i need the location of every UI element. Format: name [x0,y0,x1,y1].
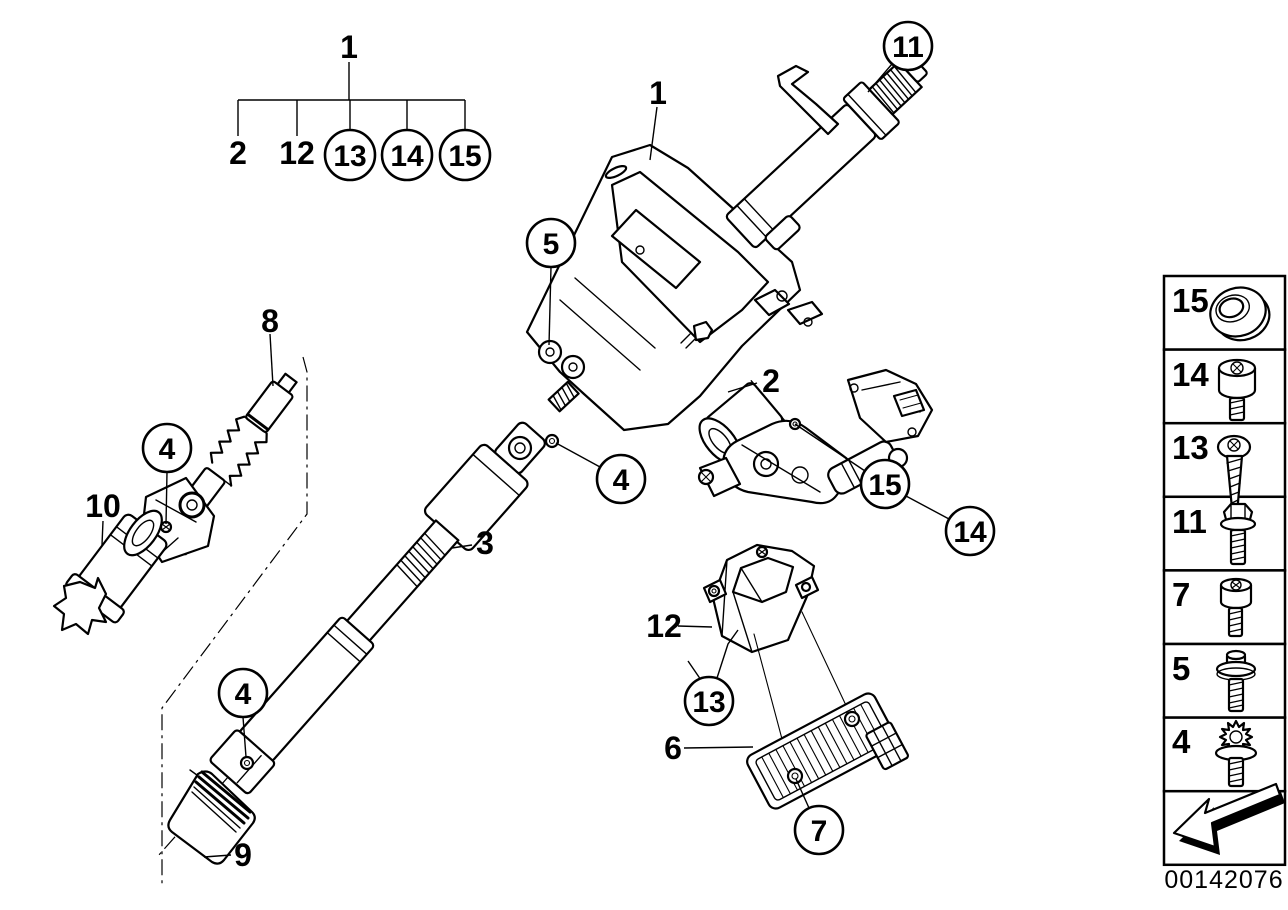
socket-head-screw-icon [1219,577,1253,638]
svg-text:7[interactable]: 7 [811,815,828,848]
drawing-number: 00142076 [1164,866,1283,894]
fastener-legend: 15 14 13 11 7 5 4 [1162,274,1287,867]
callout-8[interactable]: 8 [261,303,279,339]
svg-text:4[interactable]: 4 [613,464,630,497]
callout-2[interactable]: 2 [762,363,780,399]
callout-3[interactable]: 3 [476,525,494,561]
legend-label-15[interactable]: 15 [1172,282,1209,319]
adjustment-drive-drawing [697,368,934,505]
callout-5[interactable]: 5 [525,217,577,269]
self-tapping-screw-icon [1216,434,1252,521]
flange-bolt-icon [1215,649,1257,713]
callout-6[interactable]: 6 [664,730,682,766]
callout-4c[interactable]: 4 [217,667,269,719]
grommet-icon [1209,286,1271,342]
legend-cell-13[interactable] [1162,421,1287,499]
callout-tree-item-15[interactable]: 15 [438,128,492,182]
callout-tree-root[interactable]: 1 [340,29,358,65]
legend-label-14[interactable]: 14 [1172,356,1209,393]
bracket-drawing [702,543,820,654]
boot-drawing [167,769,256,865]
hose-sleeve-drawing [52,509,168,636]
callout-10[interactable]: 10 [85,488,121,524]
control-unit-drawing [746,611,909,810]
direction-arrow-icon [1172,782,1285,855]
callout-12[interactable]: 12 [646,608,682,644]
callout-7[interactable]: 7 [793,804,845,856]
callout-tree-item-2[interactable]: 2 [229,135,247,171]
svg-text:14[interactable]: 14 [953,516,987,549]
svg-text:13[interactable]: 13 [692,686,725,719]
svg-text:5[interactable]: 5 [543,228,560,261]
legend-label-13[interactable]: 13 [1172,429,1209,466]
torx-head-bolt-icon [1214,719,1258,788]
callout-tree-item-13[interactable]: 13 [323,128,377,182]
callout-4a[interactable]: 4 [141,422,193,474]
hex-flange-bolt-icon [1219,502,1257,566]
steering-shaft-drawing [209,421,560,795]
callout-1[interactable]: 1 [649,75,667,111]
leader-lines [101,62,950,858]
legend-label-4[interactable]: 4 [1172,723,1191,760]
svg-text:4[interactable]: 4 [159,433,176,466]
callout-11[interactable]: 11 [882,20,934,72]
callout-15[interactable]: 15 [859,458,911,510]
callout-tree: 1 2 12 13 14 15 [229,29,492,182]
svg-text:14[interactable]: 14 [390,140,424,173]
legend-cell-5[interactable] [1162,642,1287,719]
callout-13[interactable]: 13 [683,675,735,727]
callout-14[interactable]: 14 [944,505,996,557]
svg-text:15[interactable]: 15 [448,140,481,173]
callout-4b[interactable]: 4 [595,453,647,505]
svg-text:4[interactable]: 4 [235,678,252,711]
legend-label-5[interactable]: 5 [1172,650,1190,687]
callout-tree-item-12[interactable]: 12 [279,135,315,171]
diagram-callouts: 1 11 5 8 4 10 4 3 2 15 14 12 [85,20,996,873]
callout-tree-item-14[interactable]: 14 [380,128,434,182]
svg-text:13[interactable]: 13 [333,140,366,173]
shoulder-screw-icon [1217,358,1257,422]
legend-label-11[interactable]: 11 [1172,503,1207,540]
svg-text:11[interactable]: 11 [892,31,924,64]
legend-label-7[interactable]: 7 [1172,576,1190,613]
callout-9[interactable]: 9 [234,837,252,873]
steering-column-drawing [525,57,928,432]
svg-text:15[interactable]: 15 [868,469,901,502]
